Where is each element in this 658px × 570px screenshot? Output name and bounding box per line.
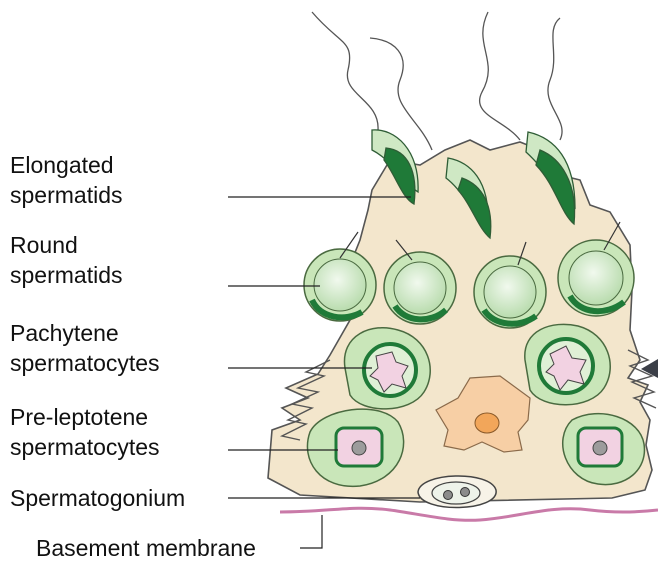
label-preleptotene-line1: Pre-leptotene bbox=[10, 402, 160, 432]
label-elongated-spermatids: Elongated spermatids bbox=[10, 150, 122, 210]
label-round-line1: Round bbox=[10, 230, 122, 260]
label-preleptotene-line2: spermatocytes bbox=[10, 432, 160, 462]
label-pachytene-spermatocytes: Pachytene spermatocytes bbox=[10, 318, 160, 378]
label-spermatogonium-text: Spermatogonium bbox=[10, 483, 185, 513]
pachytene-spermatocyte bbox=[525, 324, 610, 404]
label-elongated-line2: spermatids bbox=[10, 180, 122, 210]
label-round-spermatids: Round spermatids bbox=[10, 230, 122, 290]
label-elongated-line1: Elongated bbox=[10, 150, 122, 180]
label-pachytene-line1: Pachytene bbox=[10, 318, 160, 348]
label-basement-membrane: Basement membrane bbox=[36, 533, 256, 563]
spermatogonium bbox=[418, 476, 496, 508]
label-basement-text: Basement membrane bbox=[36, 533, 256, 563]
label-pachytene-line2: spermatocytes bbox=[10, 348, 160, 378]
leader-basement bbox=[300, 515, 322, 548]
label-round-line2: spermatids bbox=[10, 260, 122, 290]
flagella bbox=[312, 12, 562, 150]
label-spermatogonium: Spermatogonium bbox=[10, 483, 185, 513]
label-preleptotene-spermatocytes: Pre-leptotene spermatocytes bbox=[10, 402, 160, 462]
basement-membrane-line bbox=[280, 508, 658, 520]
